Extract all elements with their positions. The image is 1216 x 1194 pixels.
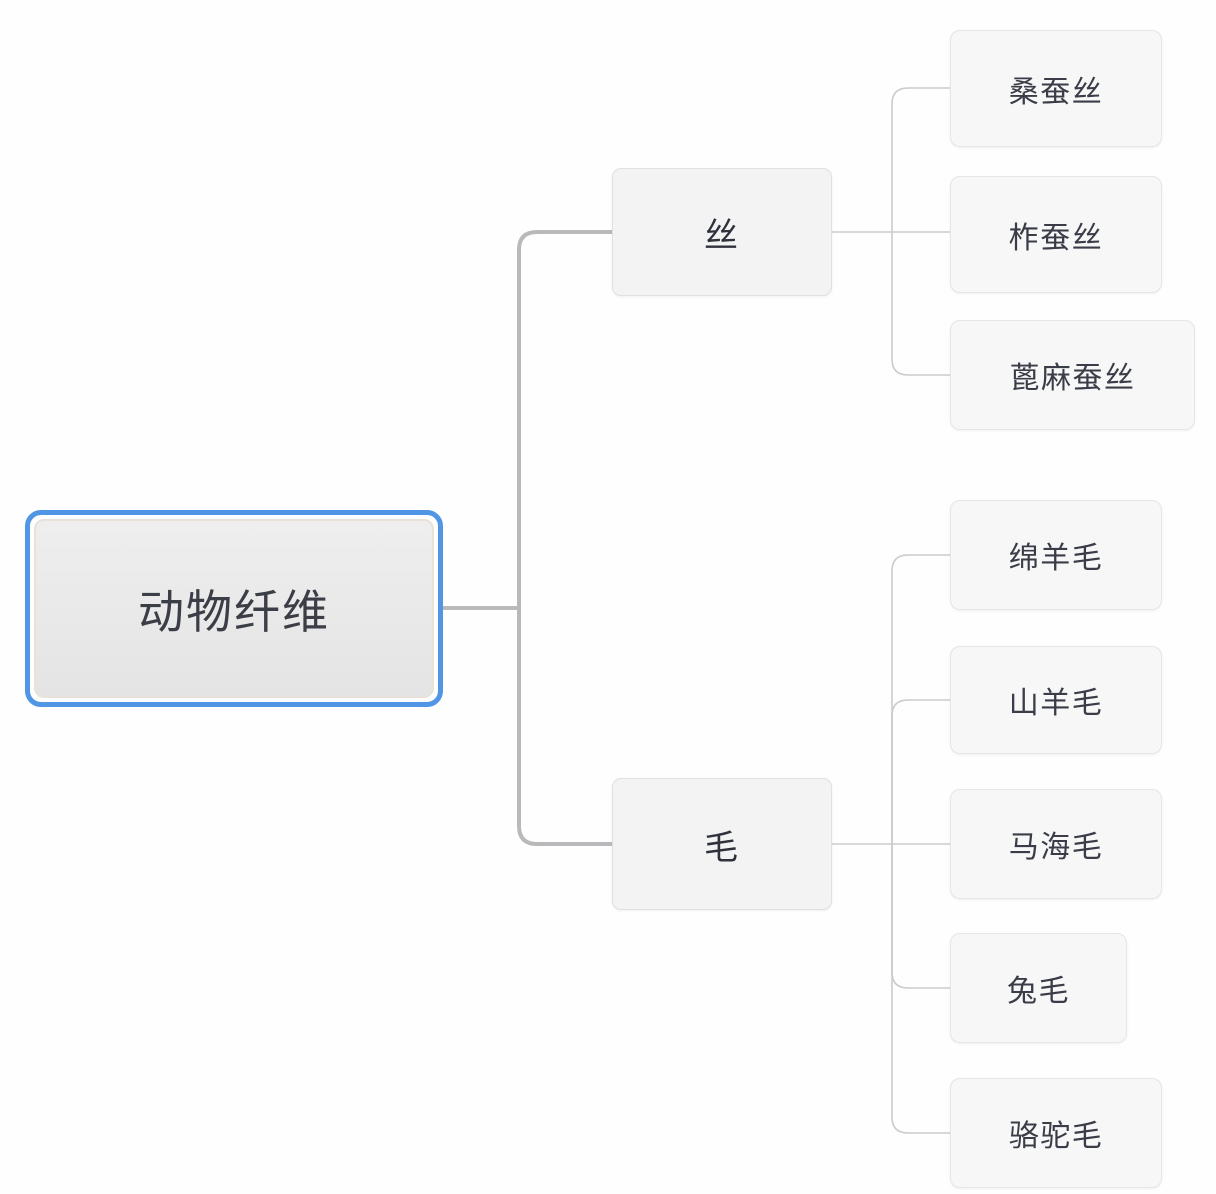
node-leaf-wool-sheep[interactable]: 绵羊毛 xyxy=(950,500,1162,610)
root-inner-frame: 动物纤维 xyxy=(34,519,434,698)
connector-silk-to-mulberry xyxy=(891,87,950,232)
node-leaf-wool-goat-label: 山羊毛 xyxy=(1008,687,1104,720)
node-leaf-wool-goat[interactable]: 山羊毛 xyxy=(950,646,1162,754)
node-leaf-wool-rabbit[interactable]: 兔毛 xyxy=(950,933,1127,1043)
node-leaf-silk-castor[interactable]: 蓖麻蚕丝 xyxy=(950,320,1195,430)
node-leaf-silk-tussah-label: 柞蚕丝 xyxy=(1008,221,1104,255)
node-branch-silk-label: 丝 xyxy=(704,216,740,255)
node-leaf-silk-mulberry[interactable]: 桑蚕丝 xyxy=(950,30,1162,147)
node-leaf-wool-camel-label: 骆驼毛 xyxy=(1008,1120,1104,1153)
connector-trunk-to-wool xyxy=(517,606,614,846)
node-leaf-wool-camel[interactable]: 骆驼毛 xyxy=(950,1078,1162,1188)
node-leaf-wool-rabbit-label: 兔毛 xyxy=(1007,975,1070,1008)
node-branch-silk[interactable]: 丝 xyxy=(612,168,832,296)
connector-trunk-to-silk xyxy=(517,230,614,610)
node-leaf-wool-sheep-label: 绵羊毛 xyxy=(1008,542,1104,575)
node-leaf-wool-mohair[interactable]: 马海毛 xyxy=(950,789,1162,899)
node-leaf-wool-mohair-label: 马海毛 xyxy=(1008,831,1104,864)
node-branch-wool[interactable]: 毛 xyxy=(612,778,832,910)
node-root-label: 动物纤维 xyxy=(138,585,330,638)
connector-wool-to-goat xyxy=(891,699,950,844)
connector-silk-to-castor xyxy=(891,232,950,376)
connector-wool-to-camel xyxy=(891,844,950,1134)
connector-wool-to-rabbit xyxy=(891,844,950,989)
node-branch-wool-label: 毛 xyxy=(704,828,740,867)
node-root[interactable]: 动物纤维 xyxy=(25,510,443,707)
node-leaf-silk-mulberry-label: 桑蚕丝 xyxy=(1008,75,1104,109)
connector-wool-to-sheep xyxy=(891,554,950,844)
node-leaf-silk-tussah[interactable]: 柞蚕丝 xyxy=(950,176,1162,293)
node-leaf-silk-castor-label: 蓖麻蚕丝 xyxy=(1009,362,1136,395)
